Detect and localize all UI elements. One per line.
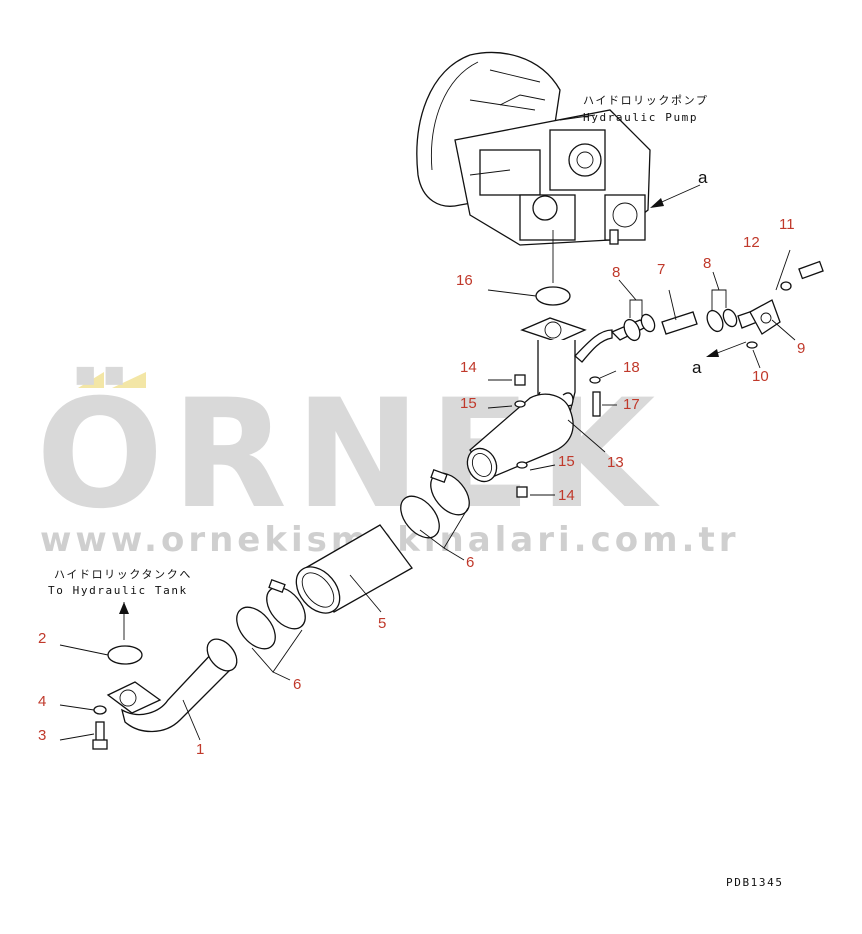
elbow-9: [746, 260, 824, 349]
hose-7: [610, 304, 776, 342]
callout-6-upper: 6: [466, 554, 474, 571]
clamps-6-upper: [400, 469, 470, 539]
callout-2: 2: [38, 630, 46, 647]
callout-17: 17: [623, 396, 640, 413]
ref-letter-a-top: a: [698, 168, 708, 187]
callout-12: 12: [743, 234, 760, 251]
hose-5: [295, 524, 413, 614]
callout-10: 10: [752, 368, 769, 385]
callout-1: 1: [196, 741, 204, 758]
watermark-accent: [112, 372, 146, 388]
tank-label-jp: ハイドロリックタンクへ: [54, 568, 192, 581]
fasteners-upper: [487, 370, 617, 498]
callout-6-lower: 6: [293, 676, 301, 693]
callout-7: 7: [657, 261, 665, 278]
callout-18: 18: [623, 359, 640, 376]
elbow-13: [466, 317, 613, 483]
o-ring-16: [535, 286, 571, 306]
pipe-1: [106, 638, 238, 733]
callout-9: 9: [797, 340, 805, 357]
callout-4: 4: [38, 693, 46, 710]
clamps-6-lower: [236, 579, 306, 650]
callout-3: 3: [38, 727, 46, 744]
callout-8-left: 8: [612, 264, 620, 281]
callout-14-lower: 14: [558, 487, 575, 504]
tank-label: ハイドロリックタンクへ To Hydraulic Tank: [48, 568, 192, 597]
callout-15-upper: 15: [460, 395, 477, 412]
hydraulic-pump: [416, 52, 651, 246]
callout-5: 5: [378, 615, 386, 632]
callout-16: 16: [456, 272, 473, 289]
callout-13: 13: [607, 454, 624, 471]
callout-15-lower: 15: [558, 453, 575, 470]
reference-a-bottom: a: [692, 341, 747, 377]
reference-a-top: a: [650, 168, 708, 208]
watermark-accent: [78, 372, 104, 388]
callout-11: 11: [779, 216, 795, 233]
drawing-code: PDB1345: [726, 876, 784, 889]
pump-label: ハイドロリックポンプ Hydraulic Pump: [583, 94, 708, 124]
callout-14-upper: 14: [460, 359, 477, 376]
o-ring-2: [107, 645, 143, 665]
pump-label-en: Hydraulic Pump: [583, 111, 698, 124]
ref-letter-a-bottom: a: [692, 358, 702, 377]
pump-label-jp: ハイドロリックポンプ: [583, 94, 708, 107]
callout-8-right: 8: [703, 255, 711, 272]
tank-label-en: To Hydraulic Tank: [48, 584, 188, 597]
